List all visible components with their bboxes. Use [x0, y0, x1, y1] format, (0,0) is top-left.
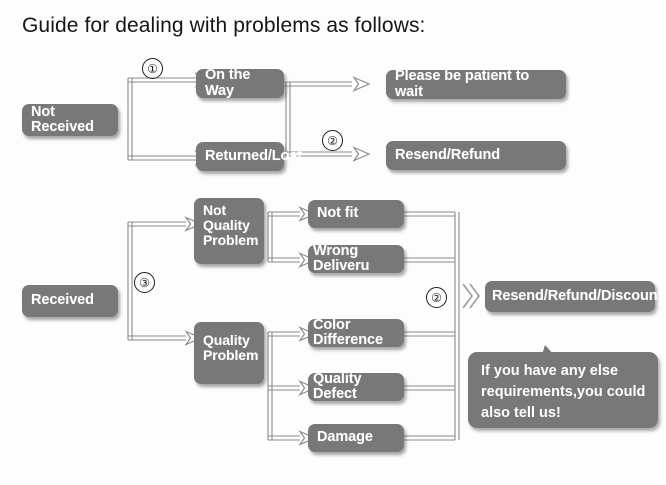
- node-not-received[interactable]: Not Received: [22, 104, 118, 136]
- node-received[interactable]: Received: [22, 285, 118, 317]
- connectors-received: [127, 211, 460, 441]
- node-quality-defect[interactable]: Quality Defect: [308, 370, 404, 402]
- connectors-not-received: [127, 77, 352, 161]
- node-color-difference[interactable]: Color Difference: [308, 316, 404, 348]
- callout-line-3: also tell us!: [481, 405, 561, 422]
- marker-circled-3: ③: [134, 272, 155, 293]
- node-wrong-delivery[interactable]: Wrong Deliveru: [308, 242, 404, 274]
- node-resend-refund-discount[interactable]: Resend/Refund/Discount: [485, 281, 662, 312]
- page-title: Guide for dealing with problems as follo…: [22, 14, 426, 37]
- node-not-quality-problem[interactable]: Not Quality Problem: [194, 198, 264, 264]
- node-received-label: Received: [31, 292, 94, 309]
- node-resend-refund-discount-label: Resend/Refund/Discount: [492, 287, 663, 304]
- node-please-be-patient-label: Please be patient to wait: [395, 68, 530, 100]
- arrow-to-please-wait: [353, 76, 370, 92]
- node-color-difference-label: Color Difference: [313, 316, 383, 348]
- node-not-fit-label: Not fit: [317, 205, 359, 222]
- node-returned-lost-label: Returned/Lost: [205, 147, 302, 164]
- callout-line-1: If you have any else: [481, 363, 619, 379]
- node-on-the-way-label: On the Way: [205, 67, 251, 99]
- marker-circled-2-top: ②: [322, 130, 343, 151]
- node-quality-defect-label: Quality Defect: [313, 370, 362, 402]
- node-damage-label: Damage: [317, 429, 373, 446]
- node-quality-problem[interactable]: Quality Problem: [194, 322, 264, 384]
- callout-line-2: requirements,you could: [481, 384, 646, 401]
- node-wrong-delivery-label: Wrong Deliveru: [313, 242, 370, 274]
- marker-circled-2-bottom: ②: [426, 287, 447, 308]
- node-damage[interactable]: Damage: [308, 424, 404, 452]
- marker-circled-1: ①: [142, 58, 163, 79]
- arrow-to-final-result: [462, 283, 480, 309]
- arrow-to-resend-refund: [353, 146, 370, 162]
- node-returned-lost[interactable]: Returned/Lost: [196, 142, 302, 171]
- node-resend-refund[interactable]: Resend/Refund: [386, 141, 566, 170]
- node-not-fit[interactable]: Not fit: [308, 200, 404, 228]
- node-on-the-way[interactable]: On the Way: [196, 67, 284, 99]
- node-not-received-label: Not Received: [31, 103, 94, 135]
- node-please-be-patient[interactable]: Please be patient to wait: [386, 68, 566, 100]
- callout-bubble: If you have any else requirements,you co…: [468, 352, 658, 428]
- node-resend-refund-label: Resend/Refund: [395, 146, 501, 163]
